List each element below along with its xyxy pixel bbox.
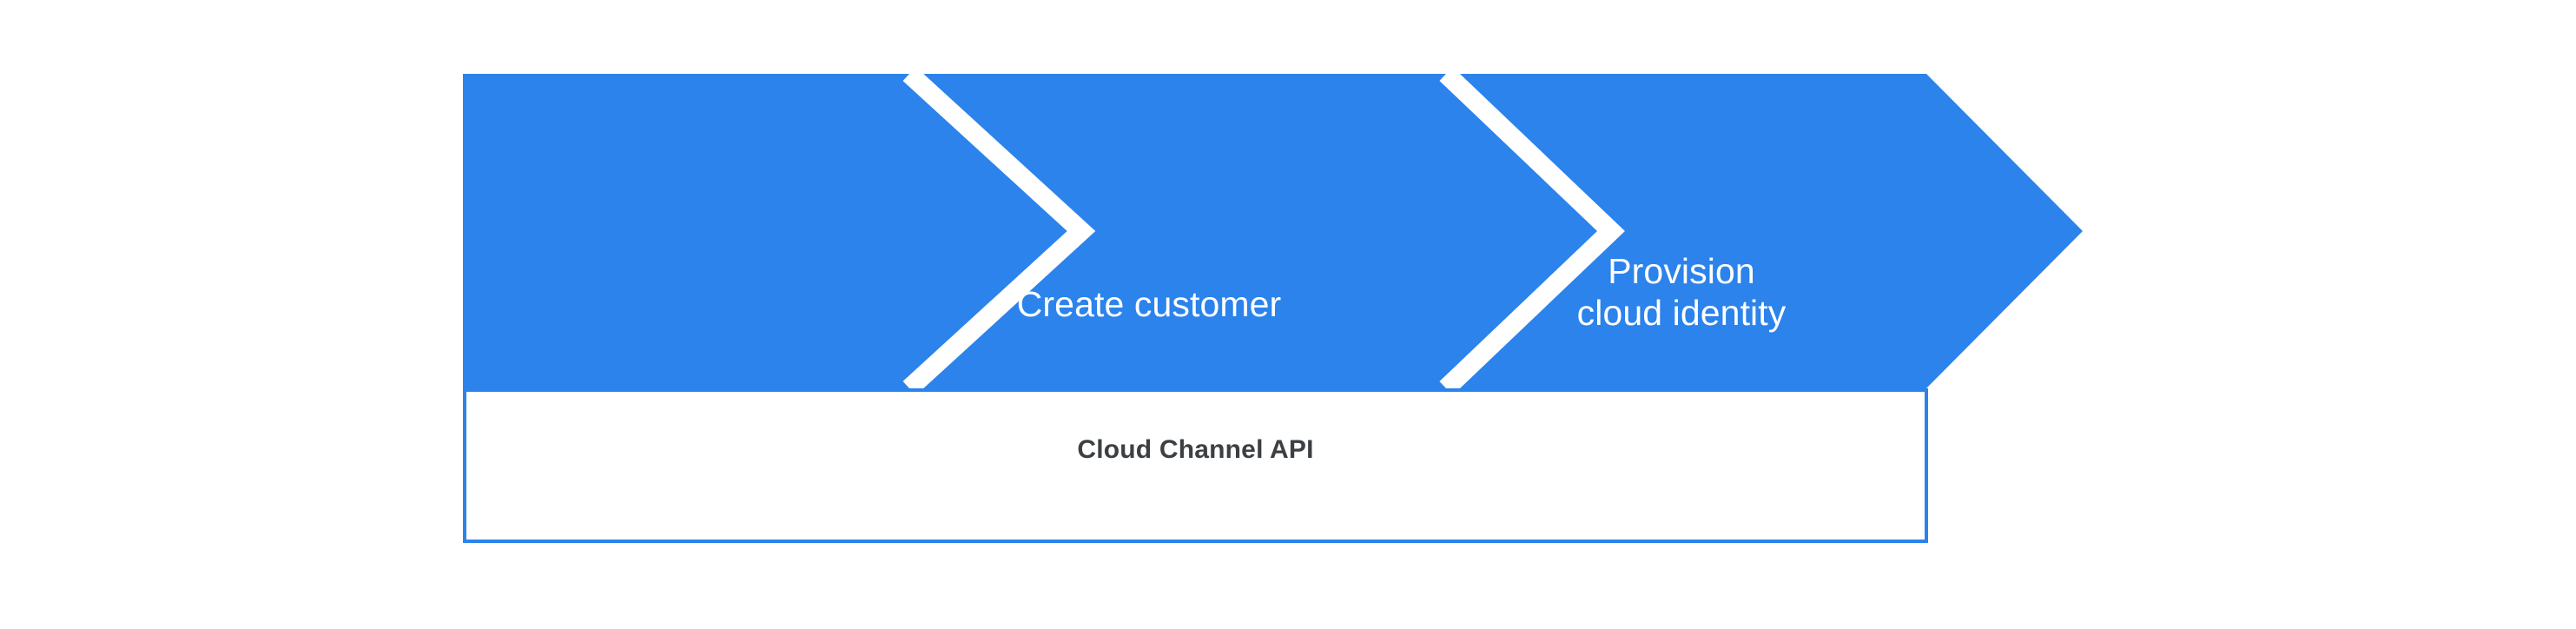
process-flow-band: Create customer Provision cloud identity… <box>463 66 2299 396</box>
cloud-channel-api-label: Cloud Channel API <box>1077 435 1314 464</box>
flow-band-body <box>463 74 2083 388</box>
process-flow-shape <box>463 66 2083 396</box>
step-divider-2-icon <box>1439 67 1625 395</box>
cloud-channel-api-box: Cloud Channel API <box>463 388 1928 543</box>
step-divider-1-icon <box>902 66 1096 396</box>
